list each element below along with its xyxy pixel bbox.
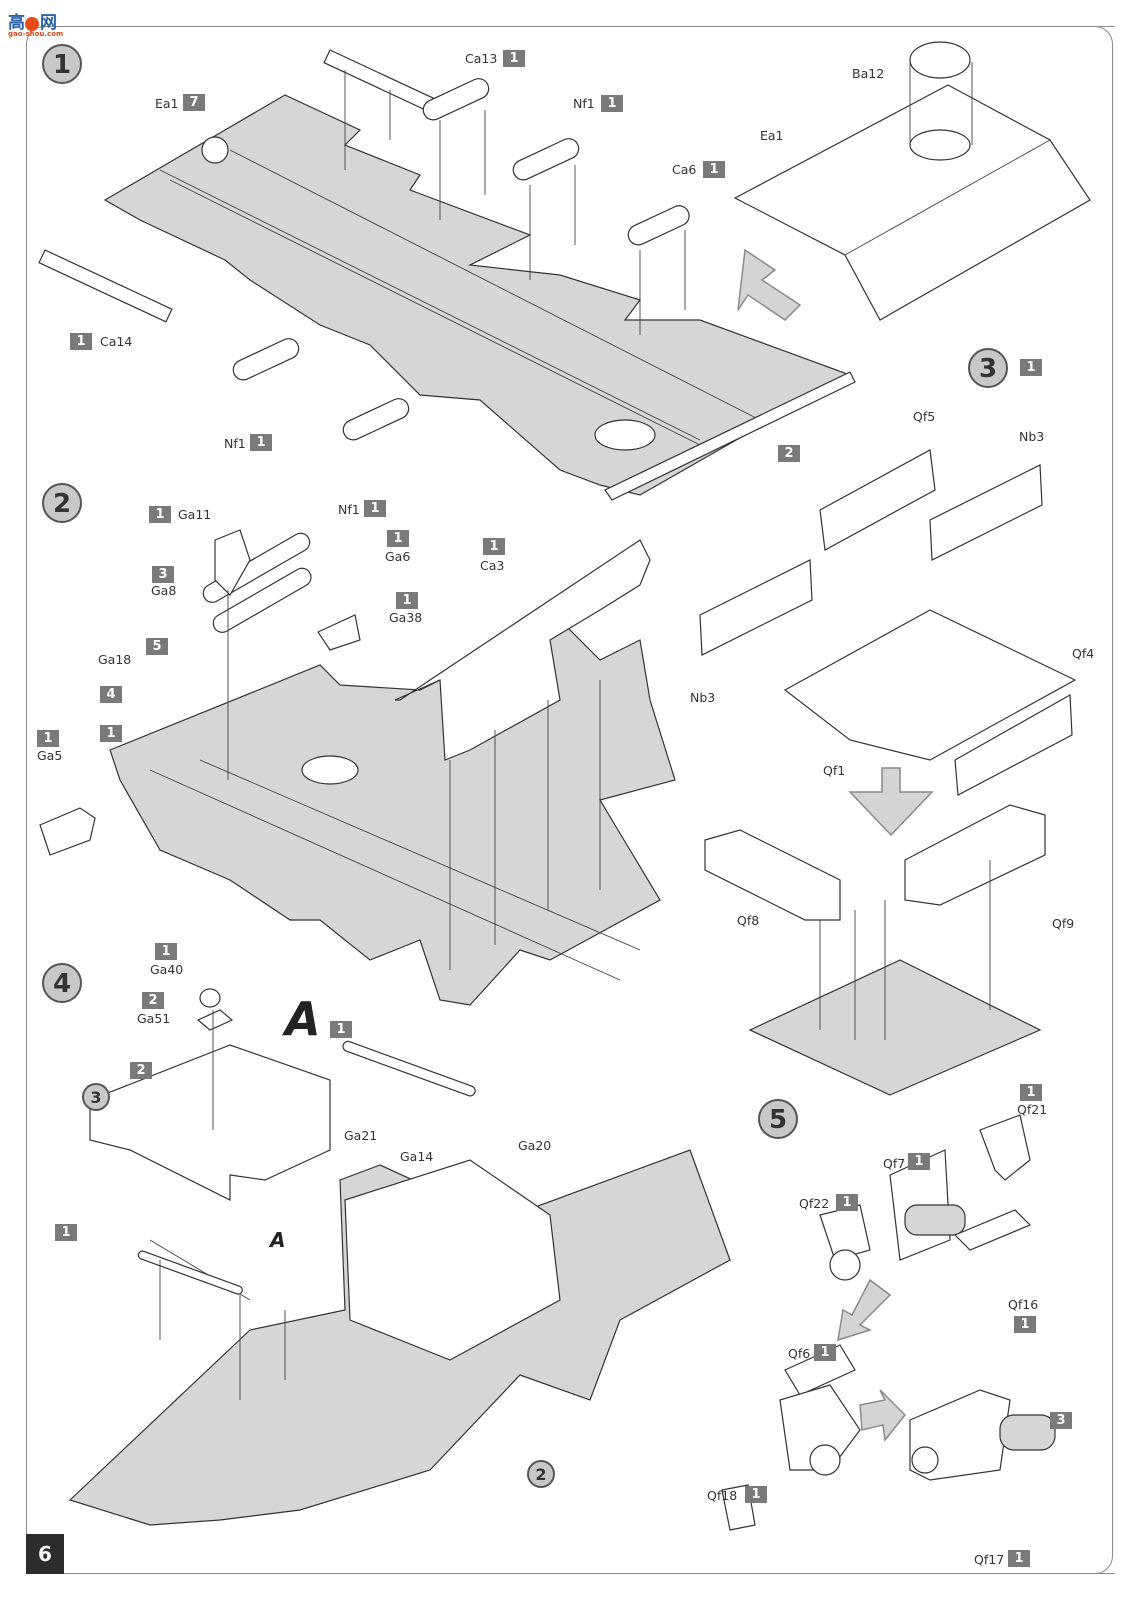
subassembly-part: Ga21 [344, 1128, 378, 1143]
callout-part: Qf16 [1008, 1297, 1039, 1312]
callout-part: Qf8 [737, 913, 760, 928]
step-number-5: 5 [758, 1099, 798, 1139]
callout-qty: 4 [100, 686, 122, 703]
page-frame [26, 26, 1115, 1574]
callout-part: Ga18 [98, 652, 132, 667]
thumbs-up-icon [25, 16, 39, 31]
callout-qty: 1 [387, 530, 409, 547]
step1-roof-panel [733, 41, 1091, 321]
callout-part: Qf17 [974, 1552, 1005, 1567]
watermark-site: gao-shou.com [8, 30, 64, 38]
subassembly-part: Ga14 [400, 1149, 434, 1164]
callout-part: Qf18 [707, 1488, 738, 1503]
callout-qty: 1 [836, 1194, 858, 1211]
subassembly-label: A [285, 992, 321, 1046]
subassembly-qty: 1 [330, 1021, 352, 1038]
callout-part: Nf1 [338, 502, 360, 517]
callout-part: Ca6 [672, 162, 697, 177]
callout-qty: 1 [745, 1486, 767, 1503]
callout-part: Ba12 [852, 66, 885, 81]
callout-part: Qf22 [799, 1196, 830, 1211]
callout-qty: 1 [55, 1224, 77, 1241]
callout-part: Ga8 [151, 583, 177, 598]
callout-qty: 2 [130, 1062, 152, 1079]
callout-qty: 1 [503, 50, 525, 67]
callout-qty: 1 [1008, 1550, 1030, 1567]
callout-qty: 1 [1020, 1084, 1042, 1101]
callout-qty: 2 [142, 992, 164, 1009]
assembly-qty-badge: 2 [778, 445, 800, 462]
step2-hull-floor [39, 529, 676, 1006]
step-number-1: 1 [42, 44, 82, 84]
callout-part: Nf1 [573, 96, 595, 111]
callout-qty: 1 [37, 730, 59, 747]
callout-part: Qf5 [913, 409, 936, 424]
direction-arrow-1 [737, 248, 802, 321]
step3-qty-badge: 1 [1020, 359, 1042, 376]
callout-qty: 3 [1050, 1412, 1072, 1429]
callout-part: Qf21 [1017, 1102, 1048, 1117]
step1-hull-floor [103, 94, 856, 501]
callout-part: Nb3 [690, 690, 716, 705]
callout-qty: 1 [483, 538, 505, 555]
placement-label: A [270, 1228, 286, 1252]
callout-qty: 1 [149, 506, 171, 523]
callout-qty: 1 [250, 434, 272, 451]
callout-qty: 3 [152, 566, 174, 583]
callout-qty: 7 [183, 94, 205, 111]
callout-qty: 5 [146, 638, 168, 655]
callout-part: Qf6 [788, 1346, 811, 1361]
callout-part: Nf1 [224, 436, 246, 451]
callout-qty: 1 [1014, 1316, 1036, 1333]
page-number: 6 [26, 1534, 64, 1574]
callout-part: Qf7 [883, 1156, 906, 1171]
callout-qty: 1 [70, 333, 92, 350]
callout-qty: 1 [908, 1153, 930, 1170]
callout-part: Nb3 [1019, 429, 1045, 444]
step4-assembly [68, 988, 731, 1526]
callout-part: Qf1 [823, 763, 846, 778]
subassembly-part: Ga20 [518, 1138, 552, 1153]
callout-part: Ea1 [155, 96, 179, 111]
callout-part: Ca3 [480, 558, 505, 573]
logo-char-1: 高 [8, 13, 25, 33]
watermark-logo: 高网 gao-shou.com [8, 8, 70, 38]
callout-part: Ca13 [465, 51, 498, 66]
callout-part: Ga5 [37, 748, 63, 763]
step1-roller-parts [38, 49, 690, 441]
callout-part: Ga11 [178, 507, 212, 522]
callout-qty: 1 [396, 592, 418, 609]
step3-compartment [699, 449, 1077, 1096]
callout-qty: 1 [100, 725, 122, 742]
callout-part: Ca14 [100, 334, 133, 349]
callout-qty: 1 [601, 95, 623, 112]
step5-assembly [721, 1114, 1056, 1531]
sub-step-ref: 3 [82, 1083, 110, 1111]
callout-part: Ea1 [760, 128, 784, 143]
callout-part: Qf9 [1052, 916, 1075, 931]
step-number-3: 3 [968, 348, 1008, 388]
callout-qty: 1 [703, 161, 725, 178]
callout-qty: 1 [814, 1344, 836, 1361]
callout-part: Ga40 [150, 962, 184, 977]
callout-qty: 1 [155, 943, 177, 960]
assembly-ref: 2 [527, 1460, 555, 1488]
step-number-4: 4 [42, 963, 82, 1003]
callout-part: Ga6 [385, 549, 411, 564]
callout-part: Ga51 [137, 1011, 171, 1026]
callout-part: Ga38 [389, 610, 423, 625]
callout-part: Qf4 [1072, 646, 1095, 661]
logo-char-2: 网 [40, 13, 57, 33]
callout-qty: 1 [364, 500, 386, 517]
step-number-2: 2 [42, 483, 82, 523]
